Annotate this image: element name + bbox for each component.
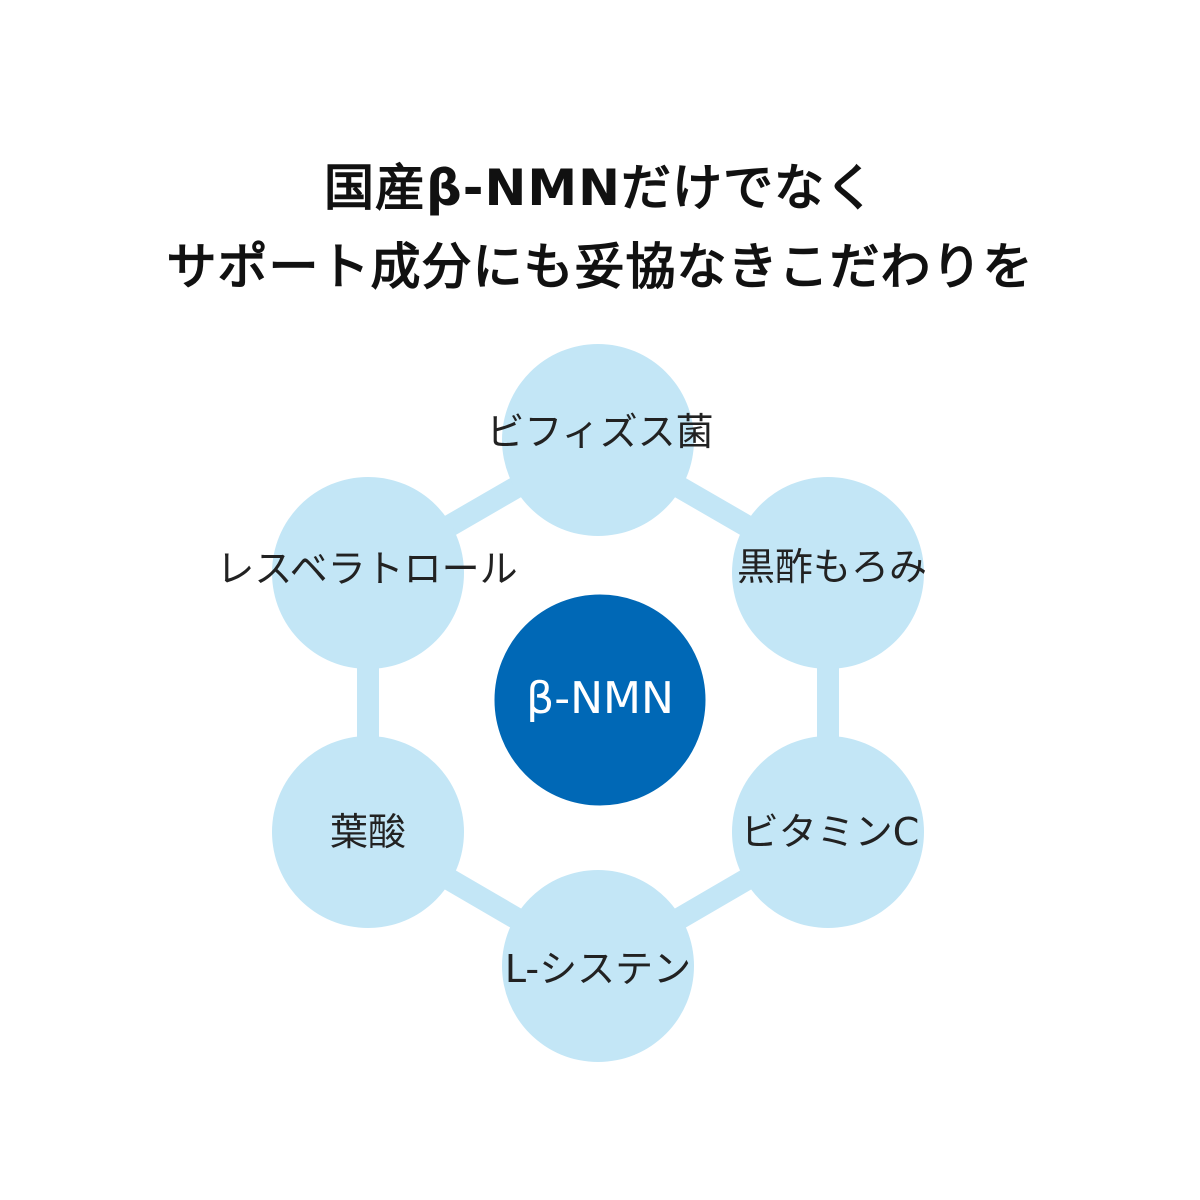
center-circle [489, 589, 711, 811]
center-label: β-NMN [526, 673, 674, 724]
satellite-circle-resveratrol [272, 477, 464, 669]
ingredient-label-resveratrol: レスベラトロール [216, 547, 518, 591]
headline-line-2: サポート成分にも妥協なきこだわりを [166, 238, 1034, 296]
satellite-circle-bifidobacteria [502, 344, 694, 536]
ingredient-label-vitamin-c: ビタミンC [740, 810, 920, 854]
satellite-circle-l-cystine [502, 870, 694, 1062]
headline-line-1: 国産β-NMNだけでなく [324, 159, 876, 217]
ingredient-label-l-cystine: L-システン [504, 947, 692, 991]
satellite-circle-vitamin-c [732, 736, 924, 928]
ingredient-label-folic-acid: 葉酸 [329, 810, 407, 854]
satellite-circle-folic-acid [272, 736, 464, 928]
ingredient-label-black-vinegar: 黒酢もろみ [736, 545, 928, 589]
ingredient-label-bifidobacteria: ビフィズス菌 [486, 410, 714, 454]
satellite-circle-black-vinegar [732, 477, 924, 669]
